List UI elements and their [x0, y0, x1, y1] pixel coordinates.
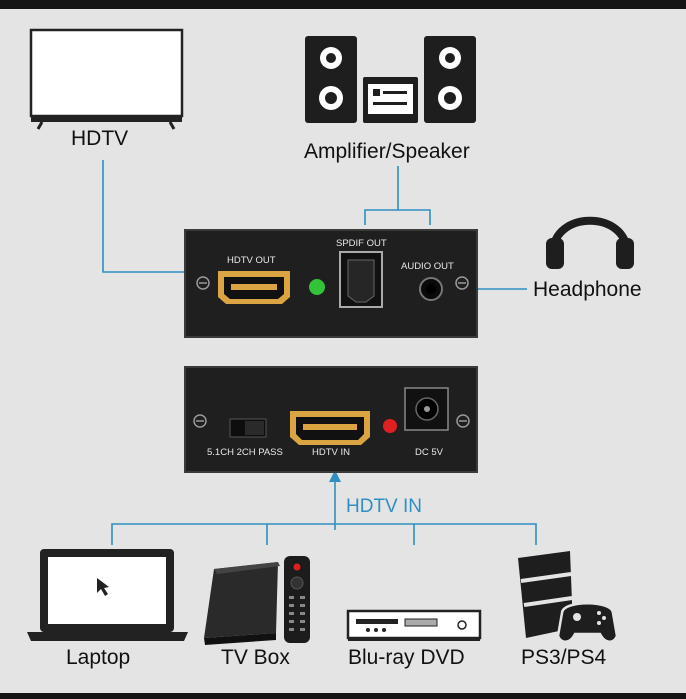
laptop-label: Laptop [66, 646, 131, 669]
source-bus-line [111, 523, 537, 545]
tvbox-label: TV Box [221, 646, 290, 669]
hdtv-label: HDTV [71, 127, 129, 150]
laptop-icon [27, 549, 188, 641]
hdtv-out-port-label: HDTV OUT [227, 255, 276, 266]
switch-mode-label: 5.1CH 2CH PASS [207, 447, 283, 458]
gamepad-icon [556, 602, 619, 643]
dc-port-label: DC 5V [415, 447, 443, 458]
console-label: PS3/PS4 [521, 646, 607, 669]
status-led-red [383, 419, 397, 433]
hdtv-in-label: HDTV IN [346, 496, 422, 517]
tv-box-icon [204, 556, 310, 645]
bluray-player-icon [346, 609, 482, 641]
hdtv-line [102, 160, 212, 273]
speaker-icon [305, 36, 476, 123]
amplifier-label: Amplifier/Speaker [304, 140, 470, 163]
game-console-icon [518, 551, 619, 643]
headphone-icon [546, 216, 634, 269]
tv-icon [29, 28, 184, 130]
bluray-label: Blu-ray DVD [348, 646, 465, 669]
input-arrow [329, 470, 341, 482]
spdif-out-port-label: SPDIF OUT [336, 238, 387, 249]
audio-out-port-label: AUDIO OUT [401, 261, 454, 272]
cursor-icon [97, 578, 109, 596]
device-back-panel [184, 366, 478, 473]
hdtv-in-port-label: HDTV IN [312, 447, 350, 458]
top-bar [0, 0, 686, 9]
amplifier-line [364, 166, 431, 225]
bottom-bar [0, 693, 686, 699]
connection-lines [102, 160, 537, 545]
headphone-label: Headphone [533, 278, 642, 301]
device-front-panel [184, 229, 478, 338]
status-led-green [309, 279, 325, 295]
